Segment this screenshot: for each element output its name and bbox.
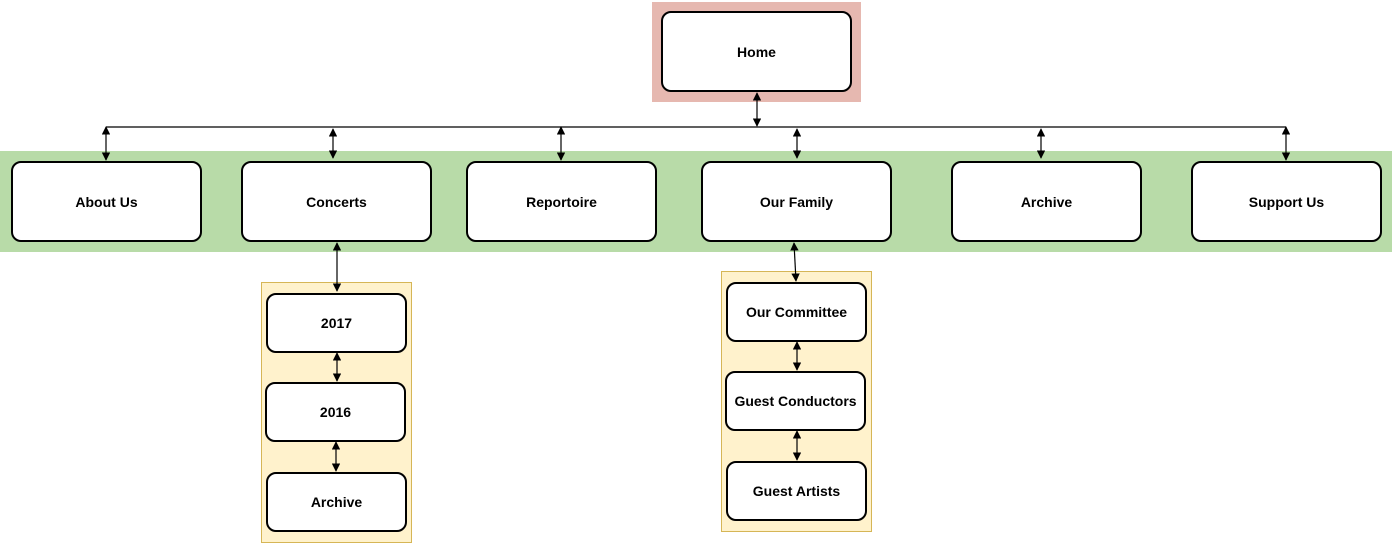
guest-conductors-node[interactable]: Guest Conductors [725,371,866,431]
support-us-node[interactable]: Support Us [1191,161,1382,242]
archive-label: Archive [1020,193,1073,210]
support-us-label: Support Us [1248,193,1325,210]
concerts-label: Concerts [306,193,367,210]
guest-artists-node[interactable]: Guest Artists [726,461,867,521]
main-nav-region [0,151,1392,252]
our-family-label: Our Family [759,193,834,210]
about-us-node[interactable]: About Us [11,161,202,242]
reportoire-node[interactable]: Reportoire [466,161,657,242]
concerts-2017-label: 2017 [320,315,353,331]
about-us-label: About Us [75,193,138,210]
our-committee-node[interactable]: Our Committee [726,282,867,342]
reportoire-label: Reportoire [526,193,597,210]
guest-conductors-label: Guest Conductors [734,393,857,409]
concerts-2016-label: 2016 [319,404,352,420]
concerts-archive-node[interactable]: Archive [266,472,407,532]
our-family-node[interactable]: Our Family [701,161,892,242]
concerts-2016-node[interactable]: 2016 [265,382,406,442]
concerts-node[interactable]: Concerts [241,161,432,242]
concerts-2017-node[interactable]: 2017 [266,293,407,353]
concerts-archive-label: Archive [310,494,363,510]
our-committee-label: Our Committee [745,304,848,320]
home-node[interactable]: Home [661,11,852,92]
archive-node[interactable]: Archive [951,161,1142,242]
guest-artists-label: Guest Artists [752,483,841,499]
home-label: Home [737,43,776,60]
